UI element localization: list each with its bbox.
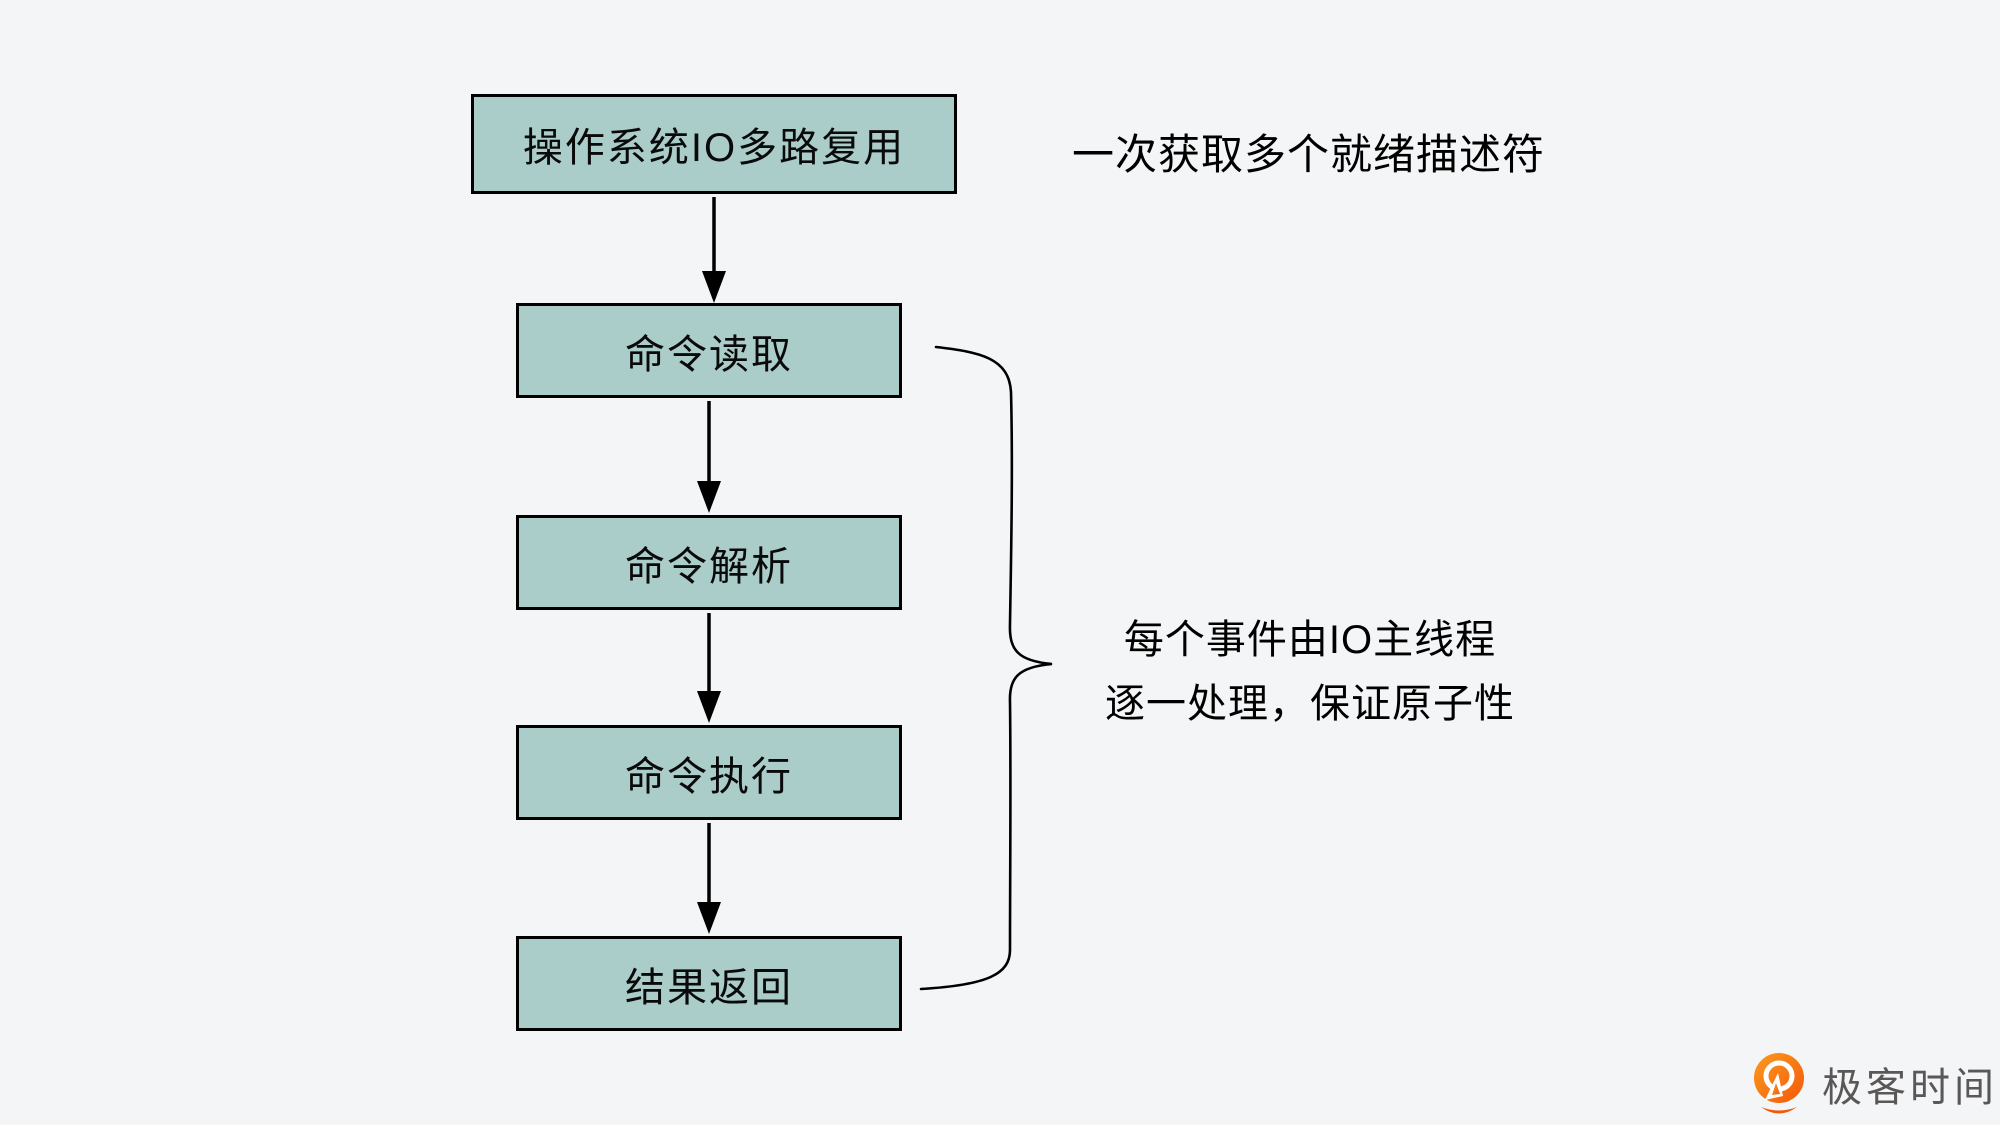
node-label: 操作系统IO多路复用 bbox=[522, 126, 906, 170]
arrow-down-4 bbox=[697, 823, 721, 934]
node-label: 命令执行 bbox=[625, 754, 793, 799]
node-result-return: 结果返回 bbox=[516, 936, 902, 1031]
node-label: 命令解析 bbox=[625, 544, 793, 589]
annotation-brace-note: 每个事件由IO主线程 逐一处理，保证原子性 bbox=[1075, 608, 1545, 736]
brace-note-line2: 逐一处理，保证原子性 bbox=[1105, 682, 1515, 726]
node-command-execute: 命令执行 bbox=[516, 725, 902, 820]
node-os-io-multiplexing: 操作系统IO多路复用 bbox=[471, 94, 957, 194]
arrow-down-1 bbox=[702, 197, 726, 303]
logo-text: 极客时间 bbox=[1822, 1066, 1998, 1110]
geektime-logo: 极客时间 bbox=[1748, 1050, 1998, 1118]
geektime-logo-icon bbox=[1754, 1053, 1804, 1114]
node-label: 命令读取 bbox=[625, 332, 793, 377]
arrow-down-3 bbox=[697, 613, 721, 723]
curly-brace bbox=[919, 345, 1053, 991]
brace-note-line1: 每个事件由IO主线程 bbox=[1123, 618, 1497, 662]
node-command-read: 命令读取 bbox=[516, 303, 902, 398]
node-command-parse: 命令解析 bbox=[516, 515, 902, 610]
arrow-down-2 bbox=[697, 401, 721, 513]
annotation-top-note: 一次获取多个就绪描述符 bbox=[1072, 131, 1546, 178]
node-label: 结果返回 bbox=[625, 965, 793, 1010]
